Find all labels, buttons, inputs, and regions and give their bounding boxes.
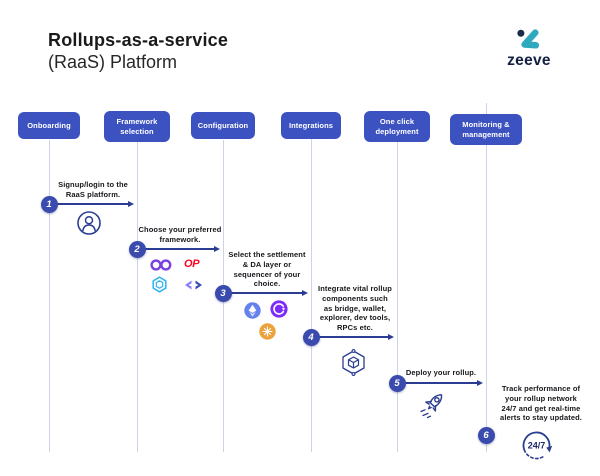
support-247-icon: 24/7 xyxy=(522,431,553,460)
zksync-icon xyxy=(185,280,202,290)
step-text-5: Deploy your rollup. xyxy=(405,368,477,377)
user-icon xyxy=(77,211,101,235)
ethereum-icon xyxy=(244,302,261,319)
step-number-badge-2: 2 xyxy=(128,240,146,258)
stage-box-integrations: Integrations xyxy=(281,112,341,139)
page-title-line1: Rollups-as-a-service xyxy=(48,30,229,50)
avail-icon xyxy=(259,323,276,340)
timeline-line xyxy=(396,142,398,452)
step-arrow-1 xyxy=(57,200,134,207)
step-number-badge-1: 1 xyxy=(40,195,58,213)
step-text-3: Select the settlement & DA layer or sequ… xyxy=(228,250,306,289)
step-arrow-2 xyxy=(145,245,220,252)
step-number-badge-3: 3 xyxy=(214,284,232,302)
stage-box-framework-selection: Framework selection xyxy=(104,111,170,142)
support-247-label: 24/7 xyxy=(528,441,546,451)
stage-box-onboarding: Onboarding xyxy=(18,112,80,139)
page-title-line2: (RaaS) Platform xyxy=(48,51,178,72)
arbitrum-icon xyxy=(152,276,167,293)
zeeve-logo: zeeve xyxy=(498,28,560,70)
step-text-1: Signup/login to the RaaS platform. xyxy=(58,180,128,199)
timeline-line xyxy=(136,142,138,452)
polygon-icon xyxy=(150,259,172,271)
step-arrow-4 xyxy=(319,333,394,340)
timeline-line xyxy=(310,139,312,452)
step-text-4: Integrate vital rollup components such a… xyxy=(318,284,392,332)
step-number-badge-5: 5 xyxy=(388,374,406,392)
step-arrow-3 xyxy=(231,289,308,296)
step-arrow-5 xyxy=(405,379,483,386)
cube-network-icon xyxy=(342,349,365,376)
stage-box-configuration: Configuration xyxy=(191,112,255,139)
timeline-line xyxy=(485,103,487,452)
step-number-badge-6: 6 xyxy=(477,426,495,444)
stage-box-monitoring-management: Monitoring & management xyxy=(450,114,522,145)
zeeve-mark-icon xyxy=(517,29,540,49)
step-number-badge-4: 4 xyxy=(302,328,320,346)
step-text-6: Track performance of your rollup network… xyxy=(500,384,582,423)
page-title: Rollups-as-a-service (RaaS) Platform xyxy=(48,30,228,74)
timeline-line xyxy=(48,140,50,452)
celestia-icon xyxy=(270,300,288,318)
optimism-icon: OP xyxy=(184,258,200,270)
rocket-icon xyxy=(420,394,443,419)
brand-name: zeeve xyxy=(507,52,551,69)
stage-box-one-click-deployment: One click deployment xyxy=(364,111,430,142)
step-text-2: Choose your preferred framework. xyxy=(138,225,222,244)
